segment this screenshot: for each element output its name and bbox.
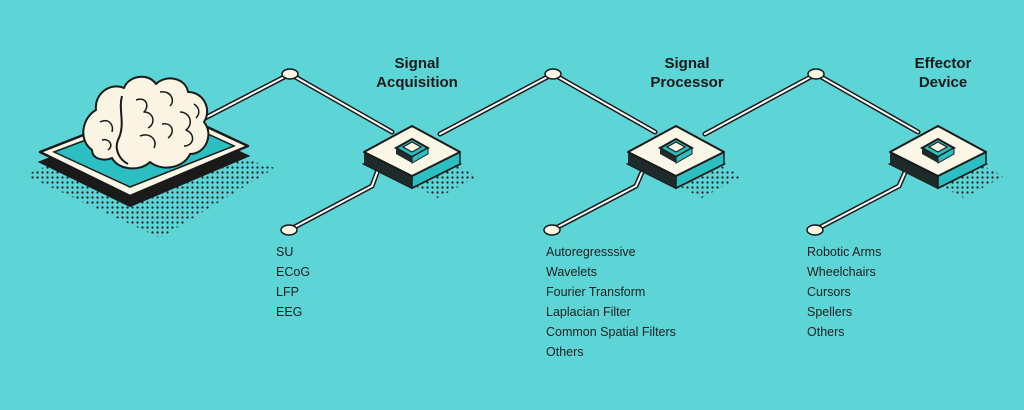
list-item: Autoregresssive bbox=[546, 245, 636, 259]
list-item: Others bbox=[807, 325, 845, 339]
list-item: Laplacian Filter bbox=[546, 305, 631, 319]
stage-title-line1: Signal bbox=[664, 55, 710, 72]
chip-acquisition bbox=[361, 125, 463, 190]
node-bottom-3 bbox=[806, 224, 824, 236]
list-item: Cursors bbox=[807, 285, 851, 299]
stage-title-line1: Signal bbox=[394, 55, 440, 72]
chip-processor bbox=[625, 125, 727, 190]
processor-items: Autoregresssive Wavelets Fourier Transfo… bbox=[546, 242, 676, 362]
stage-title-processor: Signal Processor bbox=[632, 54, 742, 92]
list-item: Robotic Arms bbox=[807, 245, 882, 259]
stage-title-acquisition: Signal Acquisition bbox=[362, 54, 472, 92]
stage-title-line2: Processor bbox=[650, 74, 724, 91]
brain-icon bbox=[82, 75, 210, 170]
list-item: Others bbox=[546, 345, 584, 359]
list-item: Wheelchairs bbox=[807, 265, 876, 279]
list-item: SU bbox=[276, 245, 294, 259]
stage-title-line2: Device bbox=[918, 74, 968, 91]
stage-title-line1: Effector bbox=[914, 55, 972, 72]
list-item: Common Spatial Filters bbox=[546, 325, 676, 339]
node-top-1 bbox=[281, 68, 299, 80]
stage-title-effector: Effector Device bbox=[888, 54, 998, 92]
chip-effector bbox=[887, 125, 989, 190]
stage-title-line2: Acquisition bbox=[376, 74, 458, 91]
list-item: EEG bbox=[276, 305, 303, 319]
list-item: LFP bbox=[276, 285, 299, 299]
acquisition-items: SU ECoG LFP EEG bbox=[276, 242, 310, 322]
node-top-3 bbox=[807, 68, 825, 80]
node-bottom-1 bbox=[280, 224, 298, 236]
connector-lines bbox=[202, 71, 921, 233]
list-item: ECoG bbox=[276, 265, 311, 279]
connector-nodes bbox=[280, 68, 825, 236]
list-item: Fourier Transform bbox=[546, 285, 646, 299]
node-top-2 bbox=[544, 68, 562, 80]
effector-items: Robotic Arms Wheelchairs Cursors Speller… bbox=[807, 242, 881, 342]
node-bottom-2 bbox=[543, 224, 561, 236]
list-item: Spellers bbox=[807, 305, 853, 319]
list-item: Wavelets bbox=[546, 265, 597, 279]
